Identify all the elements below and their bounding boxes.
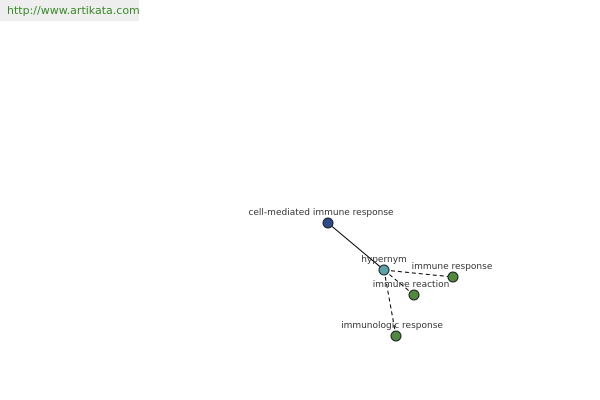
node-hypernym-circle[interactable] [322,217,334,229]
edge-immune-response [383,269,454,278]
node-center-circle[interactable] [378,264,390,276]
watermark-url: http://www.artikata.com [0,0,140,21]
node-immunologic-response-circle[interactable] [390,330,402,342]
edge-hypernym [327,222,385,271]
node-immune-reaction-circle[interactable] [408,289,420,301]
node-immune-reaction-label[interactable]: immune reaction [373,280,450,290]
node-immunologic-response-label[interactable]: immunologic response [341,321,443,331]
node-center-label: hypernym [361,255,407,265]
node-immune-response-circle[interactable] [447,271,459,283]
node-immune-response-label[interactable]: immune response [412,262,493,272]
node-hypernym-label[interactable]: cell-mediated immune response [248,208,394,218]
